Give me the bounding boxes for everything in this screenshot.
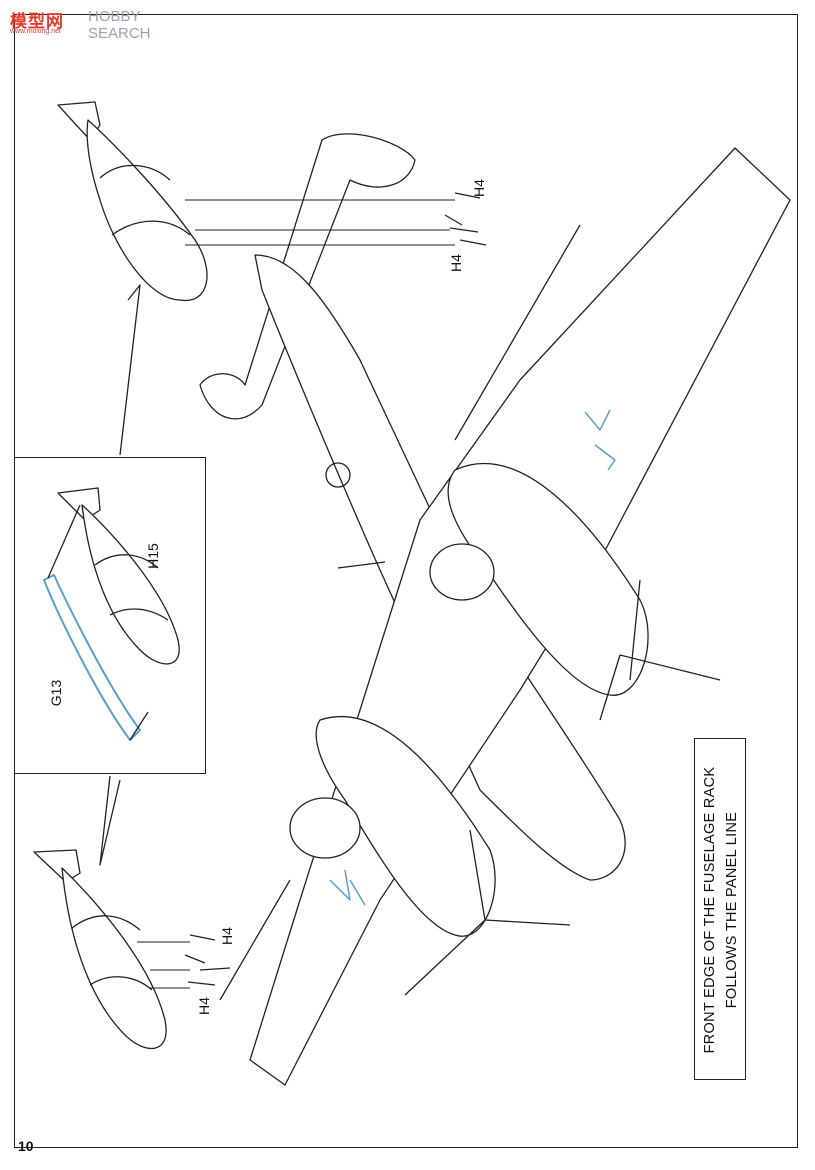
- part-label-h4-bottom-b: H4: [195, 997, 212, 1015]
- rack-top: [444, 192, 581, 441]
- placement-markers: [329, 409, 616, 906]
- part-label-h4-top-a: H4: [470, 179, 487, 197]
- assembly-arrows: [137, 199, 455, 989]
- callout-line-bottom: [99, 775, 121, 866]
- note-line-1: FRONT EDGE OF THE FUSELAGE RACK: [702, 766, 718, 1054]
- watermark: 模型网 HOBBY SEARCH www.moxing.net: [4, 4, 164, 42]
- assembly-note-box: FRONT EDGE OF THE FUSELAGE RACK FOLLOWS …: [694, 738, 746, 1080]
- part-label-h15: H15: [144, 543, 161, 569]
- note-line-2: FOLLOWS THE PANEL LINE: [724, 811, 740, 1009]
- watermark-logo: 模型网: [10, 12, 64, 32]
- bomb-top: [57, 101, 208, 302]
- page-frame: [14, 14, 798, 1148]
- page-number: 10: [18, 1138, 34, 1154]
- bomb-bottom: [33, 849, 167, 1050]
- part-label-h4-top-b: H4: [447, 254, 464, 272]
- part-label-h4-bottom-a: H4: [218, 927, 235, 945]
- aircraft: [199, 133, 791, 1086]
- watermark-text: HOBBY SEARCH: [88, 8, 151, 42]
- part-label-g13: G13: [48, 679, 65, 707]
- watermark-url: www.moxing.net: [10, 28, 61, 35]
- detail-inset-box: [14, 457, 206, 774]
- assembly-note-text: FRONT EDGE OF THE FUSELAGE RACK FOLLOWS …: [699, 745, 743, 1075]
- rack-bottom: [184, 879, 291, 1001]
- bomb-inset: [43, 487, 180, 741]
- callout-line-top: [119, 284, 141, 456]
